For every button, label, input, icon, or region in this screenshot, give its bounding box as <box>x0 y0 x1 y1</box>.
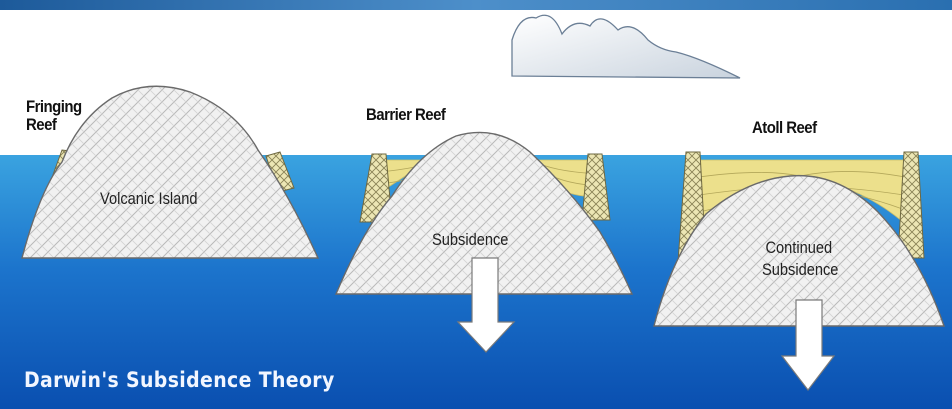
barrier-reef-right-pillar <box>581 153 611 221</box>
subsidence-label: Subsidence <box>432 230 509 249</box>
volcanic-island-label: Volcanic Island <box>100 189 198 208</box>
fringing-reef-label-line-1: Fringing <box>26 97 82 116</box>
barrier-reef-label: Barrier Reef <box>366 105 446 124</box>
atoll-reef-label: Atoll Reef <box>752 118 817 137</box>
continued-subsidence-label: Continued Subsidence <box>762 237 838 281</box>
volcanic-island-shape <box>21 85 320 259</box>
continued-subsidence-arrow <box>780 299 836 391</box>
continued-subsidence-line-1: Continued <box>765 238 833 257</box>
cloud-shape <box>511 14 741 79</box>
fringing-reef-island <box>21 85 320 259</box>
continued-subsidence-line-2: Subsidence <box>762 260 839 279</box>
atoll-island-shape <box>653 174 945 327</box>
atoll-reef-right-pillar <box>897 151 925 259</box>
barrier-reef-island <box>334 131 634 295</box>
atoll-reef-island <box>653 151 945 327</box>
barrier-island-shape <box>334 131 634 295</box>
subsidence-arrow <box>456 257 516 353</box>
fringing-reef-label-line-2: Reef <box>26 115 57 134</box>
diagram-title: Darwin's Subsidence Theory <box>24 368 335 392</box>
top-band <box>0 0 952 10</box>
fringing-reef-label: Fringing Reef <box>26 98 82 134</box>
